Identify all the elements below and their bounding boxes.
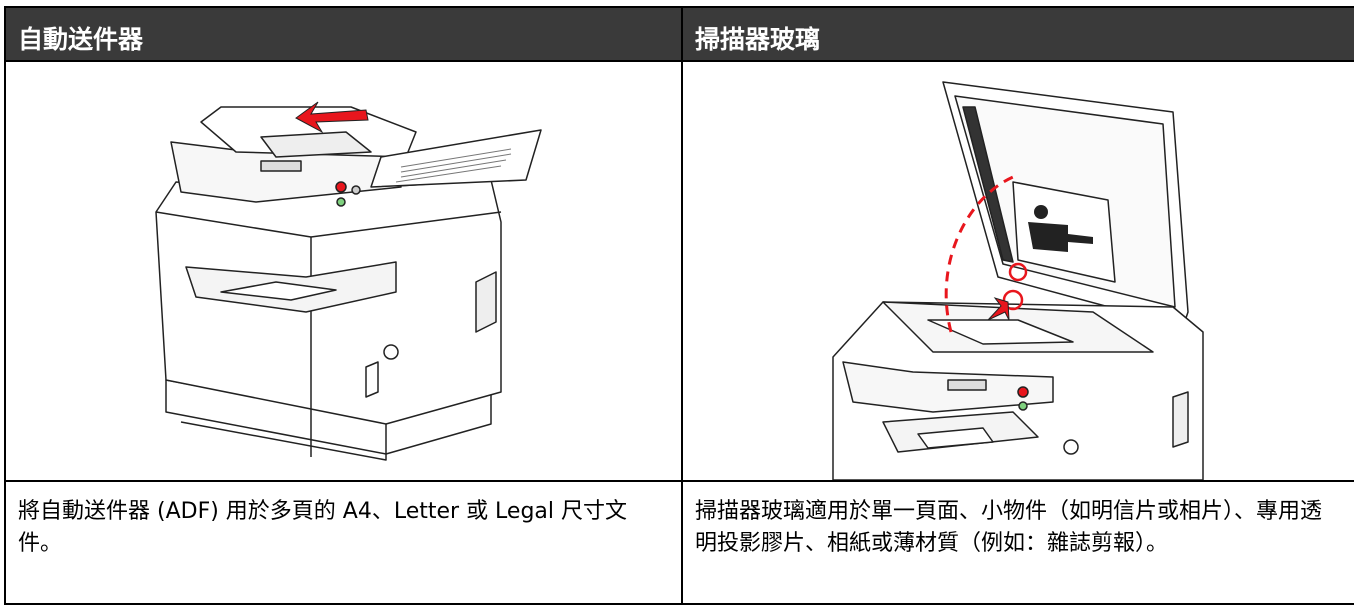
scanner-glass-caption-cell: 掃描器玻璃適用於單一頁面、小物件（如明信片或相片）、專用透明投影膠片、相紙或薄材… [683, 484, 1354, 604]
scanner-glass-column: 掃描器玻璃 [683, 8, 1354, 603]
comparison-table: 自動送件器 [4, 6, 1354, 605]
scanner-glass-header: 掃描器玻璃 [683, 8, 1354, 62]
scanner-glass-printer-illustration [832, 81, 1204, 480]
adf-header: 自動送件器 [6, 8, 681, 62]
scanner-glass-header-label: 掃描器玻璃 [695, 25, 821, 54]
adf-printer-illustration [155, 101, 542, 461]
adf-column: 自動送件器 [6, 8, 681, 603]
adf-caption-cell: 將自動送件器 (ADF) 用於多頁的 A4、Letter 或 Legal 尺寸文… [6, 484, 681, 604]
scanner-glass-caption: 掃描器玻璃適用於單一頁面、小物件（如明信片或相片）、專用透明投影膠片、相紙或薄材… [695, 499, 1323, 556]
adf-caption: 將自動送件器 (ADF) 用於多頁的 A4、Letter 或 Legal 尺寸文… [18, 499, 628, 556]
adf-header-label: 自動送件器 [18, 25, 144, 54]
scanner-glass-illustration-cell [683, 62, 1354, 482]
adf-illustration-cell [6, 62, 681, 482]
column-divider [681, 8, 683, 603]
